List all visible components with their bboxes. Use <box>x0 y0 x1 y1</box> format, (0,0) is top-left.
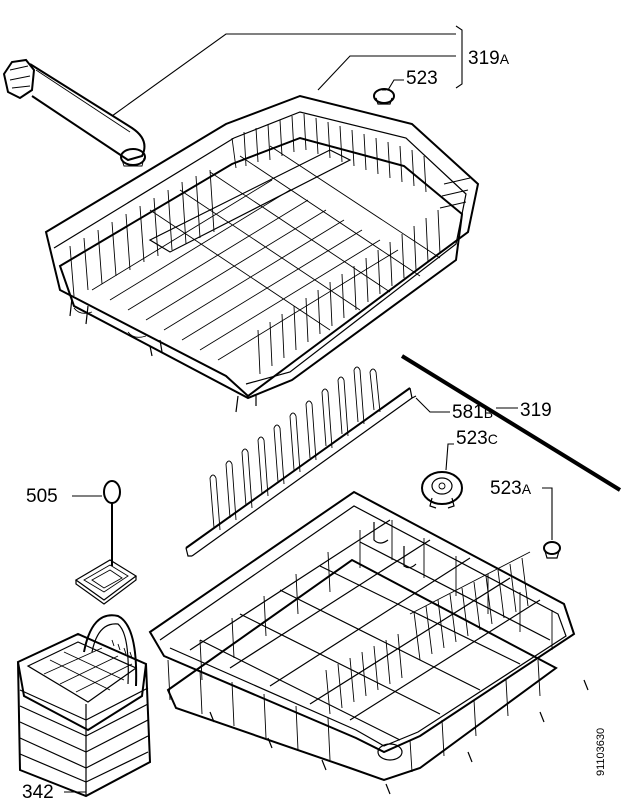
upper-basket <box>44 94 480 413</box>
lower-basket <box>148 490 589 795</box>
label-581b: 581B <box>452 402 493 423</box>
label-342: 342 <box>22 782 54 800</box>
label-505: 505 <box>26 486 58 507</box>
wire-holder-505 <box>74 480 138 605</box>
upper-spray-arm <box>2 58 146 167</box>
cutlery-basket-342 <box>16 614 152 798</box>
cutlery-rack-581b <box>185 366 417 557</box>
cap-part-523a <box>543 541 561 559</box>
drawing-number: 91103630 <box>595 728 607 776</box>
cap-part-523-upper <box>373 88 395 105</box>
cap-part-523c <box>421 471 463 509</box>
label-523-upper: 523 <box>406 68 438 89</box>
leader-lines <box>64 25 622 793</box>
label-523c: 523C <box>456 428 498 449</box>
label-319: 319 <box>520 400 552 421</box>
label-319a: 319A <box>468 48 510 69</box>
callout-labels: 319A 523 581B 319 523C 523A 505 342 9110… <box>22 48 607 800</box>
label-523a: 523A <box>490 478 532 499</box>
